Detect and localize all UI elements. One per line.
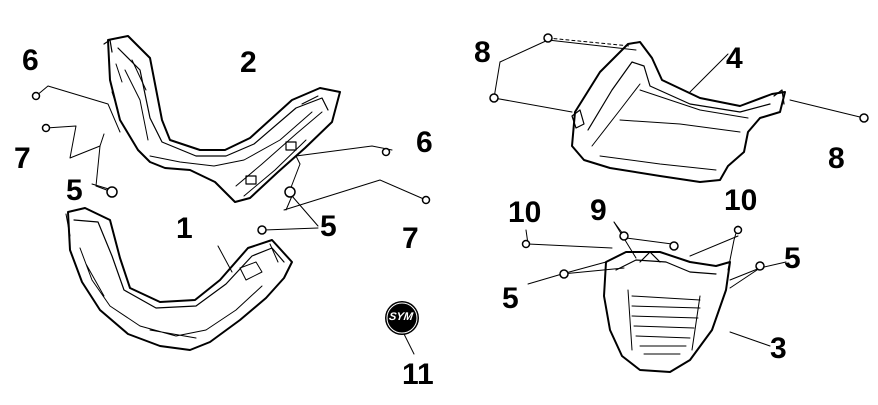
- callout-7-left: 7: [14, 142, 31, 175]
- part-4-floor-panel: [571, 41, 786, 183]
- callout-2: 2: [240, 46, 257, 79]
- part-2-upper-cover: [103, 35, 341, 203]
- nut-icon: [257, 225, 267, 235]
- screw-icon: [31, 91, 41, 101]
- callout-9: 9: [590, 194, 607, 227]
- callout-6-left: 6: [22, 44, 39, 77]
- screw-icon: [489, 93, 499, 103]
- screw-icon: [521, 239, 531, 249]
- callout-7-right: 7: [402, 222, 419, 255]
- callout-6-right: 6: [416, 126, 433, 159]
- callout-10-right: 10: [724, 184, 758, 217]
- nut-icon: [755, 261, 765, 271]
- callout-11: 11: [402, 358, 434, 391]
- callout-5-right-high: 5: [784, 242, 801, 275]
- screw-icon: [733, 225, 743, 235]
- screw-icon: [381, 147, 391, 157]
- callout-1: 1: [176, 212, 193, 245]
- callout-4: 4: [726, 42, 743, 75]
- nut-icon: [559, 269, 569, 279]
- callout-5-left: 5: [66, 174, 83, 207]
- logo-badge-icon: [385, 301, 419, 335]
- callout-8-left: 8: [474, 36, 491, 69]
- callout-5-center: 5: [320, 210, 337, 243]
- part-1-lower-cover: [65, 207, 293, 351]
- logo-text: SYM: [388, 311, 414, 323]
- part-3-lower-bracket: [603, 251, 731, 373]
- sym-logo-emblem: [385, 301, 419, 335]
- screw-icon: [543, 33, 553, 43]
- fasteners: [31, 33, 869, 279]
- nut-icon: [669, 241, 679, 251]
- screw-icon: [41, 123, 51, 133]
- nut-icon: [284, 186, 296, 198]
- screw-icon: [859, 113, 869, 123]
- nut-icon: [619, 231, 629, 241]
- callout-5-right-low: 5: [502, 282, 519, 315]
- nut-icon: [106, 186, 118, 198]
- callout-3: 3: [770, 332, 787, 365]
- callout-8-right: 8: [828, 142, 845, 175]
- callout-10-left: 10: [508, 196, 542, 229]
- screw-icon: [421, 195, 431, 205]
